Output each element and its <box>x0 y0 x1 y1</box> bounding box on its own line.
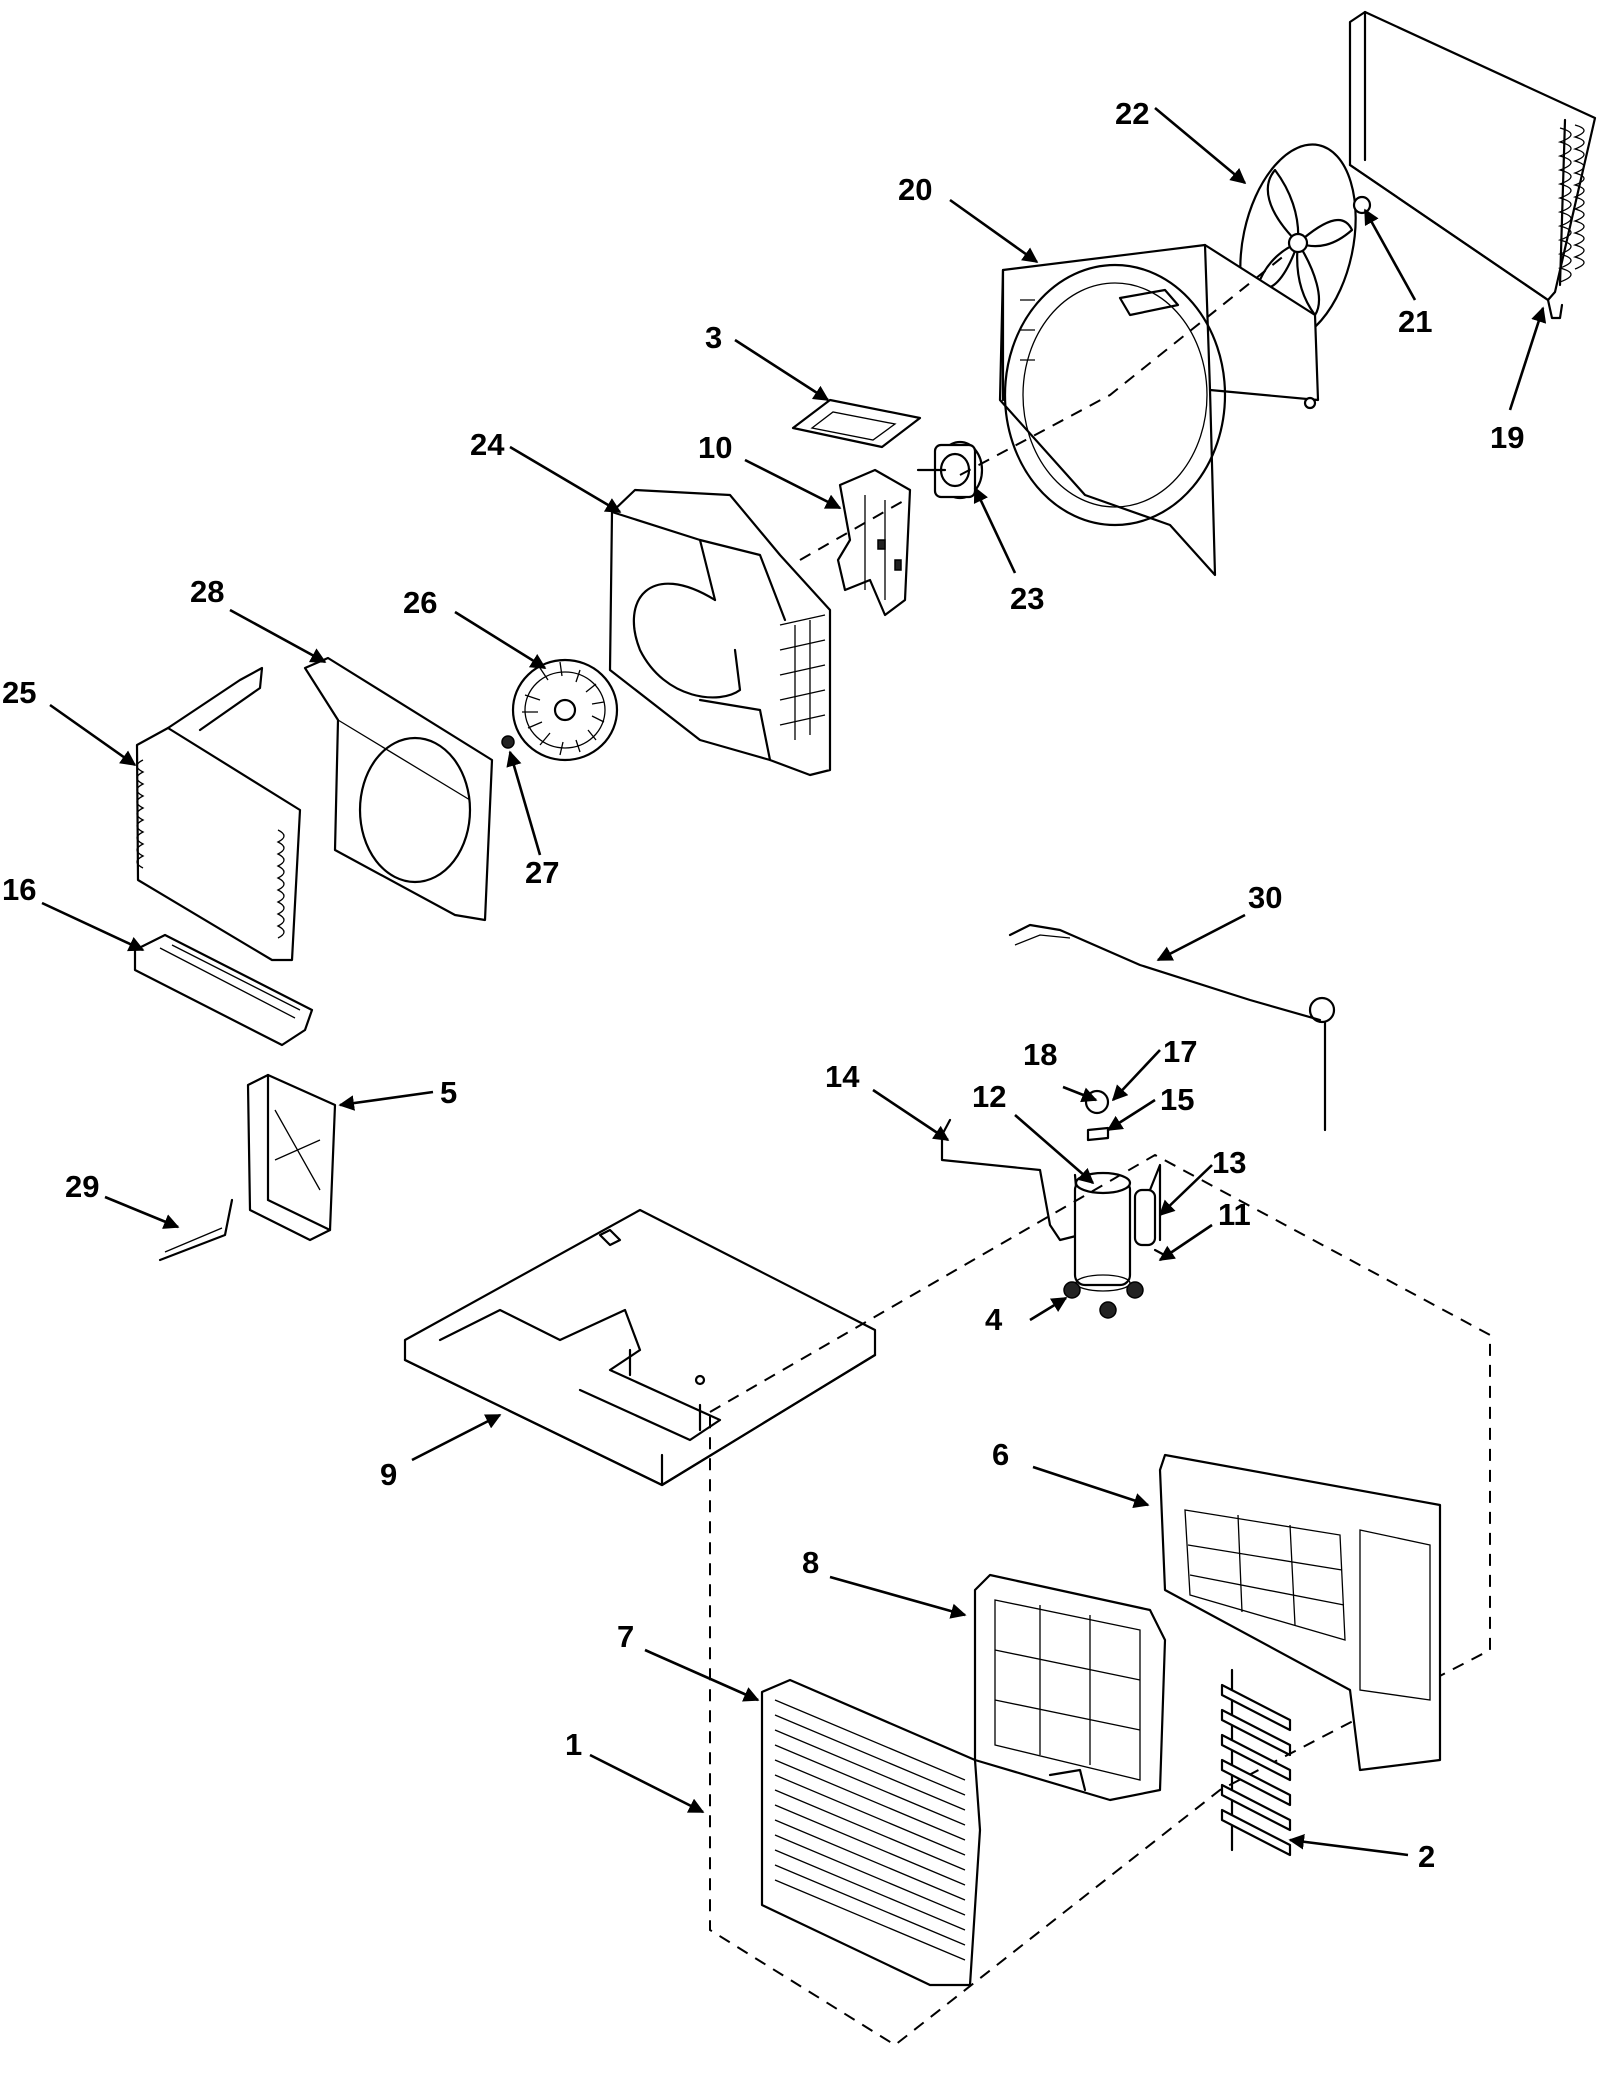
callout-21: 21 <box>1398 304 1432 339</box>
part-compressor-assembly <box>940 1089 1172 1319</box>
callout-22: 22 <box>1115 96 1149 131</box>
callout-9: 9 <box>380 1457 397 1492</box>
callout-26: 26 <box>403 585 437 620</box>
callout-17: 17 <box>1163 1034 1197 1069</box>
part-front-panel <box>1158 1453 1442 1772</box>
callout-6: 6 <box>992 1437 1009 1472</box>
part-filter <box>973 1573 1167 1802</box>
part-condenser-coil <box>1348 10 1597 320</box>
part-blower-nut <box>501 735 515 749</box>
callout-1: 1 <box>565 1727 582 1762</box>
callout-29: 29 <box>65 1169 99 1204</box>
part-bracket <box>791 398 922 449</box>
callout-2: 2 <box>1418 1839 1435 1874</box>
part-shroud <box>998 243 1320 577</box>
callout-8: 8 <box>802 1545 819 1580</box>
callout-19: 19 <box>1490 420 1524 455</box>
callout-27: 27 <box>525 855 559 890</box>
callout-10: 10 <box>698 430 732 465</box>
part-fan-motor <box>916 440 984 500</box>
part-blower-wheel <box>511 658 619 762</box>
callout-3: 3 <box>705 320 722 355</box>
part-control-bracket <box>836 468 912 617</box>
part-air-duct <box>246 1073 337 1242</box>
callout-12: 12 <box>972 1079 1006 1114</box>
callout-7: 7 <box>617 1619 634 1654</box>
callout-15: 15 <box>1160 1082 1194 1117</box>
part-drain-tray <box>133 933 314 1047</box>
part-front-grille <box>760 1678 982 1987</box>
part-sensor-tube <box>1008 923 1336 1132</box>
grille-group-enclosure <box>709 1153 1491 2047</box>
leader-lines <box>41 107 1547 1857</box>
callout-18: 18 <box>1023 1037 1057 1072</box>
callout-30: 30 <box>1248 880 1282 915</box>
callout-labels: 22 20 21 19 3 10 23 24 28 26 27 25 16 30… <box>2 96 1524 1874</box>
callout-11: 11 <box>1218 1197 1251 1232</box>
callout-25: 25 <box>2 675 36 710</box>
callout-23: 23 <box>1010 581 1044 616</box>
part-evaporator-coil <box>135 666 302 962</box>
part-fan-nut <box>1352 195 1372 215</box>
part-orifice-plate <box>303 656 494 922</box>
callout-20: 20 <box>898 172 932 207</box>
callout-14: 14 <box>825 1059 860 1094</box>
callout-28: 28 <box>190 574 224 609</box>
part-drain-clip <box>158 1198 234 1262</box>
part-louver-set <box>1220 1668 1292 1857</box>
part-blower-housing <box>608 488 832 777</box>
callout-24: 24 <box>470 427 505 462</box>
callout-4: 4 <box>985 1302 1003 1337</box>
callout-16: 16 <box>2 872 36 907</box>
callout-5: 5 <box>440 1075 457 1110</box>
part-base-pan <box>403 1208 877 1487</box>
callout-13: 13 <box>1212 1145 1246 1180</box>
explode-axis-lines <box>799 254 1286 561</box>
